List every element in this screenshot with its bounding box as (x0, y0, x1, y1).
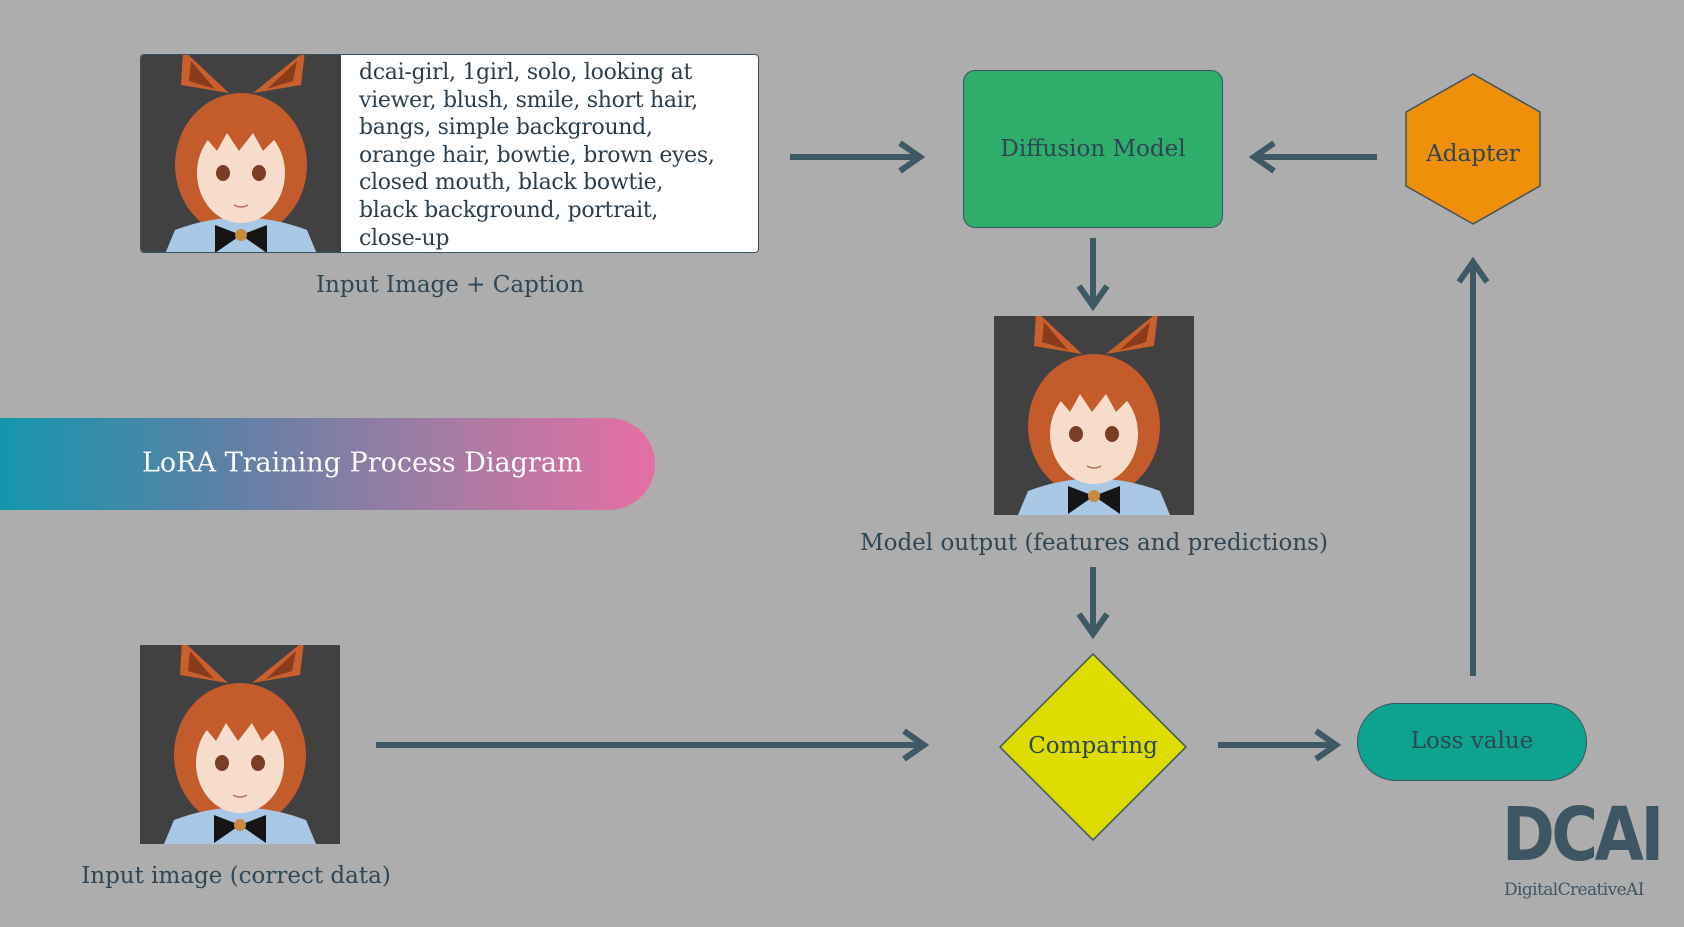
anime-girl-image (141, 55, 341, 252)
loss-value-node (1357, 703, 1587, 781)
diagram-title: LoRA Training Process Diagram (142, 447, 583, 479)
model-output-label: Model output (features and predictions) (860, 530, 1328, 556)
caption-text: dcai-girl, 1girl, solo, looking at viewe… (359, 60, 715, 251)
title-banner (0, 418, 655, 510)
adapter-node (1405, 73, 1541, 225)
comparing-node (999, 653, 1187, 841)
comparing-label: Comparing (1028, 733, 1158, 759)
adapter-label: Adapter (1426, 141, 1520, 167)
diffusion-model-label: Diffusion Model (1000, 136, 1186, 162)
input-correct-label: Input image (correct data) (81, 863, 391, 889)
input-caption-card: dcai-girl, 1girl, solo, looking at viewe… (140, 54, 759, 253)
arrow-adapter-to-diffusion (1248, 140, 1377, 174)
input-correct-image (140, 645, 340, 844)
dcai-logo: DCAI (1502, 792, 1664, 878)
loss-value-label: Loss value (1410, 728, 1534, 754)
arrow-loss-to-adapter (1456, 256, 1490, 676)
arrow-caption-to-diffusion (790, 140, 926, 174)
arrow-comparing-to-loss (1218, 728, 1342, 762)
input-caption-label: Input Image + Caption (315, 272, 585, 298)
diffusion-model-node (963, 70, 1223, 228)
dcai-logo-subtitle: DigitalCreativeAI (1504, 880, 1644, 900)
model-output-image (994, 316, 1194, 515)
arrow-diffusion-to-output (1076, 238, 1110, 312)
arrow-output-to-comparing (1076, 567, 1110, 640)
arrow-input-to-comparing (376, 728, 930, 762)
